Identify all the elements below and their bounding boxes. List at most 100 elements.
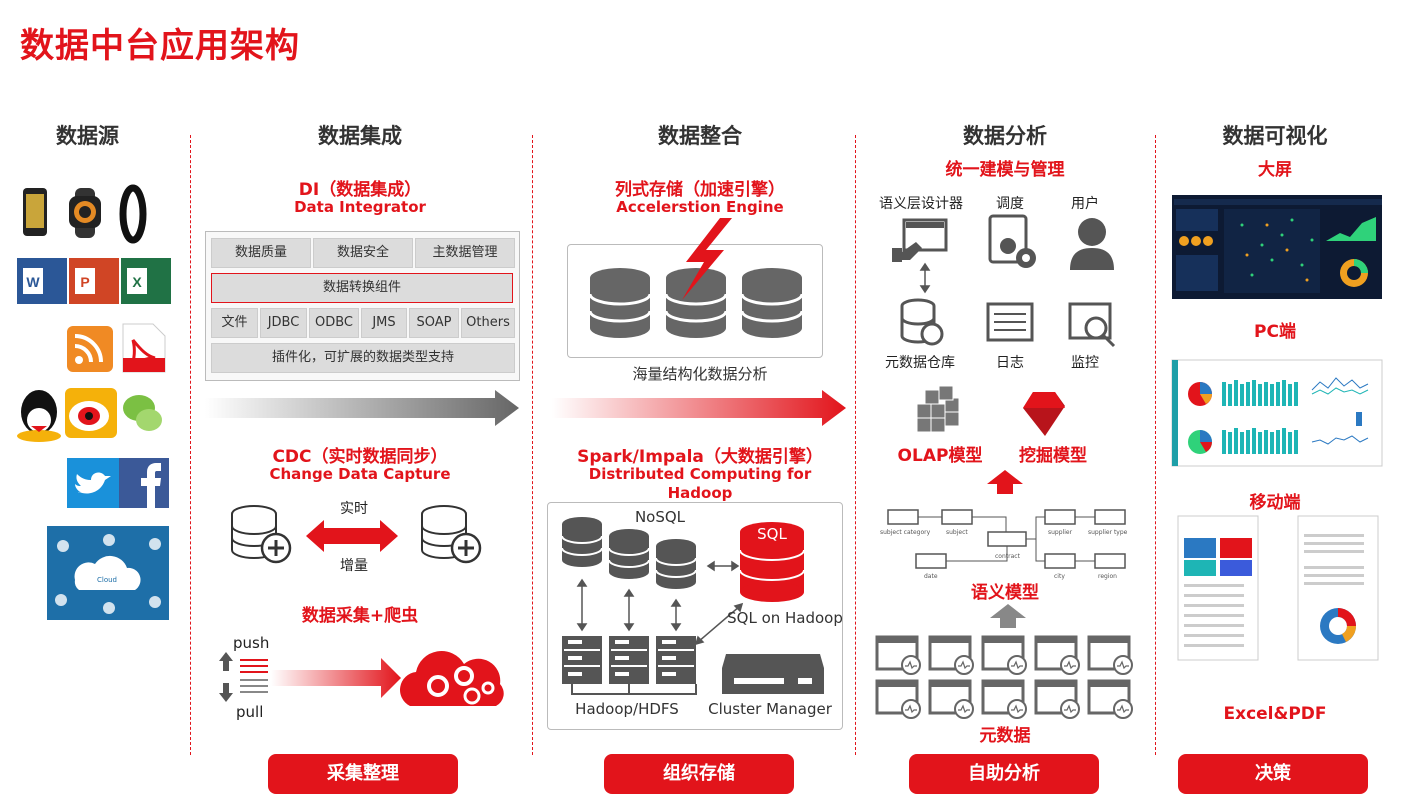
entity-label-supplier-type: supplier type [1088, 529, 1128, 536]
di-cell: 文件 [211, 308, 258, 338]
cloud-computing-icon: Cloud [47, 526, 169, 620]
excel-icon: X [121, 258, 171, 304]
sql-label: SQL [757, 525, 787, 543]
di-cell: JDBC [260, 308, 307, 338]
modeling-icons [892, 214, 1116, 348]
pc-label: PC端 [1254, 322, 1296, 342]
di-cell: 数据安全 [313, 238, 413, 268]
facebook-icon [119, 458, 169, 508]
columnar-db-icons [588, 218, 804, 338]
metadata-icon [1034, 679, 1080, 719]
footer-button-decision[interactable]: 决策 [1178, 754, 1368, 794]
metadata-icon [981, 679, 1027, 719]
push-label: push [233, 634, 270, 652]
lightning-icon [682, 218, 732, 300]
crawler-diagram [219, 651, 504, 706]
entity-box [1094, 509, 1126, 525]
watch-icon [69, 188, 101, 238]
metadata-icon [875, 679, 921, 719]
entity-label-date: date [924, 573, 938, 580]
di-cell: SOAP [409, 308, 459, 338]
di-cell: Others [461, 308, 515, 338]
metadata-grid [875, 635, 1133, 719]
column-title-consolidation: 数据整合 [658, 124, 742, 148]
metadata-repo-icon [900, 298, 944, 346]
realtime-label: 实时 [340, 501, 368, 517]
user-label: 用户 [1071, 196, 1099, 212]
incremental-label: 增量 [340, 558, 368, 574]
spark-subtitle: Distributed Computing for Hadoop [588, 465, 812, 502]
separator [855, 135, 856, 755]
separator [1155, 135, 1156, 755]
up-arrow-icon [219, 652, 233, 671]
di-cell-transform: 数据转换组件 [211, 273, 513, 303]
cloud-gears-icon [400, 651, 504, 706]
entity-box [1044, 509, 1076, 525]
flow-arrow-red [552, 390, 846, 426]
pull-label: pull [236, 703, 264, 721]
olap-label: OLAP模型 [897, 446, 983, 466]
data-source-icons: W P X Cloud [17, 184, 171, 620]
unified-modeling-title: 统一建模与管理 [945, 160, 1065, 180]
metadata-label: 元数据 [979, 726, 1031, 746]
entity-label-subject-category: subject category [880, 529, 931, 536]
olap-cube-icon [916, 385, 960, 433]
database-icon [588, 268, 652, 338]
separator [190, 135, 191, 755]
down-arrow-icon [219, 683, 233, 702]
metadata-icon [981, 635, 1027, 675]
er-diagram: subject category subject contract suppli… [880, 509, 1128, 580]
pc-thumbnail [1171, 359, 1383, 467]
hadoop-box [547, 502, 843, 730]
schedule-label: 调度 [996, 196, 1024, 212]
cdc-title: CDC（实时数据同步） [272, 447, 448, 467]
footer-button-storage[interactable]: 组织存储 [604, 754, 794, 794]
twitter-icon [67, 458, 119, 508]
database-icon [740, 268, 804, 338]
flow-arrow-gray [205, 390, 519, 426]
server-icon [656, 636, 696, 684]
pdf-icon [122, 323, 166, 373]
entity-box [1044, 553, 1076, 569]
semantic-model-label: 语义模型 [971, 583, 1039, 603]
database-plus-icon [231, 505, 292, 564]
footer-button-self-analysis[interactable]: 自助分析 [909, 754, 1099, 794]
sql-on-hadoop-label: SQL on Hadoop [727, 609, 843, 627]
svg-text:X: X [132, 274, 142, 290]
column-title-integration: 数据集成 [318, 124, 402, 148]
crawl-arrow [271, 658, 401, 698]
entity-box [987, 531, 1027, 547]
cloud-icon-text: Cloud [97, 576, 117, 584]
di-cell: 主数据管理 [415, 238, 515, 268]
database-icon [608, 529, 650, 579]
schedule-icon [988, 214, 1036, 268]
separator [532, 135, 533, 755]
up-arrow-red [987, 470, 1023, 494]
sync-arrow [306, 520, 398, 552]
fitness-band-icon [119, 184, 147, 244]
entity-box [1094, 553, 1126, 569]
server-icon [609, 636, 649, 684]
log-label: 日志 [996, 355, 1024, 371]
svg-text:W: W [26, 274, 40, 290]
log-icon [986, 302, 1034, 342]
metadata-icon [1034, 635, 1080, 675]
model-icons [916, 385, 1065, 436]
page-title: 数据中台应用架构 [20, 26, 300, 66]
wechat-icon [123, 395, 162, 431]
qq-icon [17, 390, 61, 442]
entity-box [941, 509, 973, 525]
mobile-thumbnails [1177, 515, 1379, 661]
server-icon [562, 636, 602, 684]
di-cell: ODBC [309, 308, 359, 338]
database-icon [561, 517, 603, 567]
hadoop-diagram [561, 517, 824, 695]
entity-label-region: region [1098, 573, 1117, 580]
sql-database-icon [739, 522, 805, 602]
metadata-repo-label: 元数据仓库 [885, 355, 955, 371]
semantic-designer-label: 语义层设计器 [879, 196, 963, 212]
metadata-icon [1087, 635, 1133, 675]
columnar-storage-title: 列式存储（加速引擎） [615, 180, 785, 200]
footer-button-collect[interactable]: 采集整理 [268, 754, 458, 794]
word-icon: W [17, 258, 67, 304]
